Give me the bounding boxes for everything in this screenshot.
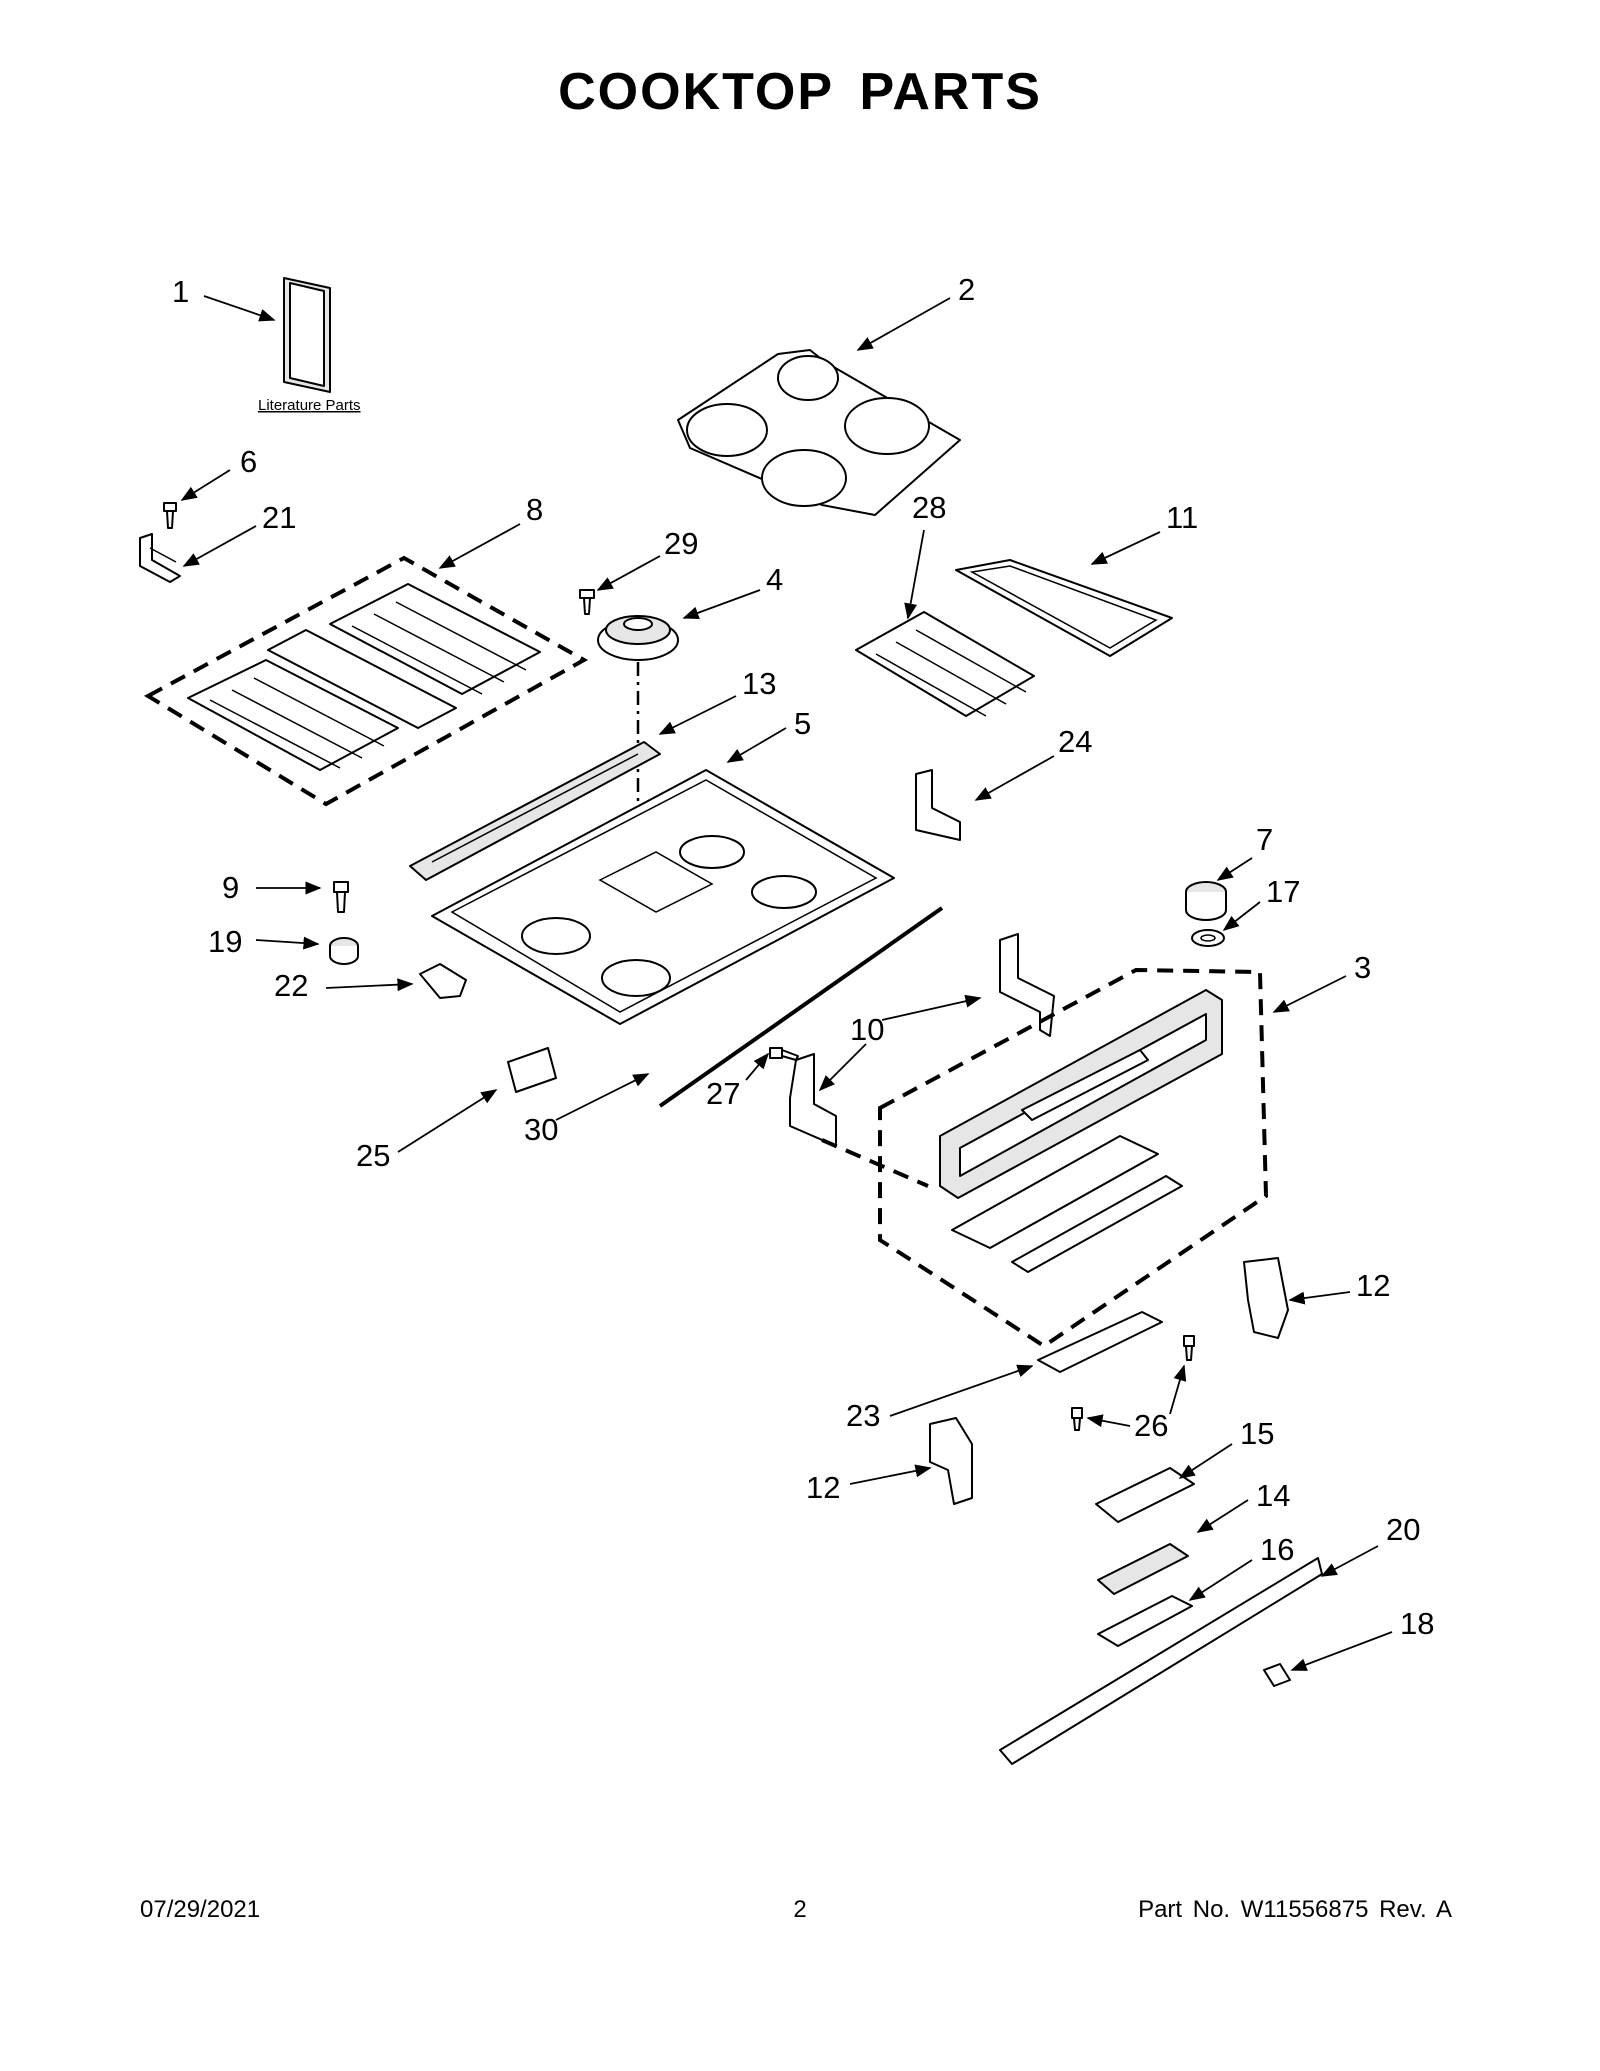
part-4-burner [597, 615, 679, 661]
callout-26: 26 [1134, 1408, 1168, 1443]
page-title: COOKTOP PARTS [558, 63, 1042, 121]
part-13-manifold [409, 741, 661, 881]
callout-4: 4 [766, 562, 783, 597]
callout-8: 8 [526, 492, 543, 527]
part-28-grate-insert [855, 611, 1035, 717]
part-12-end-cap-left [929, 1417, 973, 1505]
part-8-grates [143, 555, 589, 807]
part-25-cover [507, 1047, 557, 1093]
callout-29: 29 [664, 526, 698, 561]
part-14-electronic-board [1097, 1543, 1189, 1595]
part-24-bracket [915, 769, 961, 841]
callout-21: 21 [262, 500, 296, 535]
footer-date: 07/29/2021 [140, 1896, 261, 1923]
part-9-screw [333, 881, 349, 913]
part-10-bracket-upper [999, 933, 1055, 1037]
callout-12-left: 12 [806, 1470, 840, 1505]
part-30-gasket [658, 906, 944, 1108]
part-6-screw [163, 502, 177, 529]
callout-3: 3 [1354, 950, 1371, 985]
callout-24: 24 [1058, 724, 1092, 759]
part-26-screws [1071, 1335, 1195, 1431]
callout-28: 28 [912, 490, 946, 525]
panel-alignment-line [821, 1138, 929, 1188]
callout-2: 2 [958, 272, 975, 307]
part-11-griddle [955, 559, 1173, 657]
part-22-bracket [419, 963, 467, 999]
part-1-literature-booklet: Literature Parts [258, 277, 361, 414]
part-12-end-cap-right [1243, 1257, 1289, 1339]
callout-13: 13 [742, 666, 776, 701]
leader-lines [180, 295, 1393, 1671]
part-15-control-board [1095, 1467, 1195, 1523]
literature-parts-label: Literature Parts [258, 397, 361, 414]
callout-25: 25 [356, 1138, 390, 1173]
part-17-bezel [1191, 929, 1225, 947]
part-10-bracket-lower [789, 1053, 837, 1147]
callout-5: 5 [794, 706, 811, 741]
callout-30: 30 [524, 1112, 558, 1147]
callout-18: 18 [1400, 1606, 1434, 1641]
callout-20: 20 [1386, 1512, 1420, 1547]
callout-9: 9 [222, 870, 239, 905]
callout-15: 15 [1240, 1416, 1274, 1451]
part-20-trim-rail [999, 1557, 1323, 1765]
callout-numbers: 1 2 3 4 5 6 7 8 9 10 11 12 12 13 14 15 1… [172, 272, 1434, 1641]
part-5-cooktop-base [431, 769, 895, 1025]
part-29-screw [579, 589, 595, 615]
callout-17: 17 [1266, 874, 1300, 909]
part-2-cooktop-surface [677, 349, 961, 516]
callout-7: 7 [1256, 822, 1273, 857]
callout-11: 11 [1166, 500, 1198, 535]
callout-10-upper: 10 [850, 1012, 884, 1047]
part-23-frame [1037, 1311, 1163, 1373]
callout-22: 22 [274, 968, 308, 1003]
part-7-knob [1185, 881, 1227, 921]
callout-23: 23 [846, 1398, 880, 1433]
callout-19: 19 [208, 924, 242, 959]
callout-14: 14 [1256, 1478, 1290, 1513]
part-16-bracket-plate [1097, 1595, 1193, 1647]
part-3-control-panel [878, 967, 1269, 1349]
part-27-screw [769, 1047, 799, 1061]
callout-16: 16 [1260, 1532, 1294, 1567]
callout-27: 27 [706, 1076, 740, 1111]
callout-6: 6 [240, 444, 257, 479]
part-18-clip [1263, 1663, 1291, 1687]
footer-page-number: 2 [793, 1896, 807, 1923]
callout-1: 1 [172, 274, 189, 309]
part-21-bracket [139, 533, 181, 583]
part-19-spacer [329, 937, 359, 965]
callout-12-right: 12 [1356, 1268, 1390, 1303]
footer-part-number: Part No. W11556875 Rev. A [1138, 1896, 1452, 1923]
